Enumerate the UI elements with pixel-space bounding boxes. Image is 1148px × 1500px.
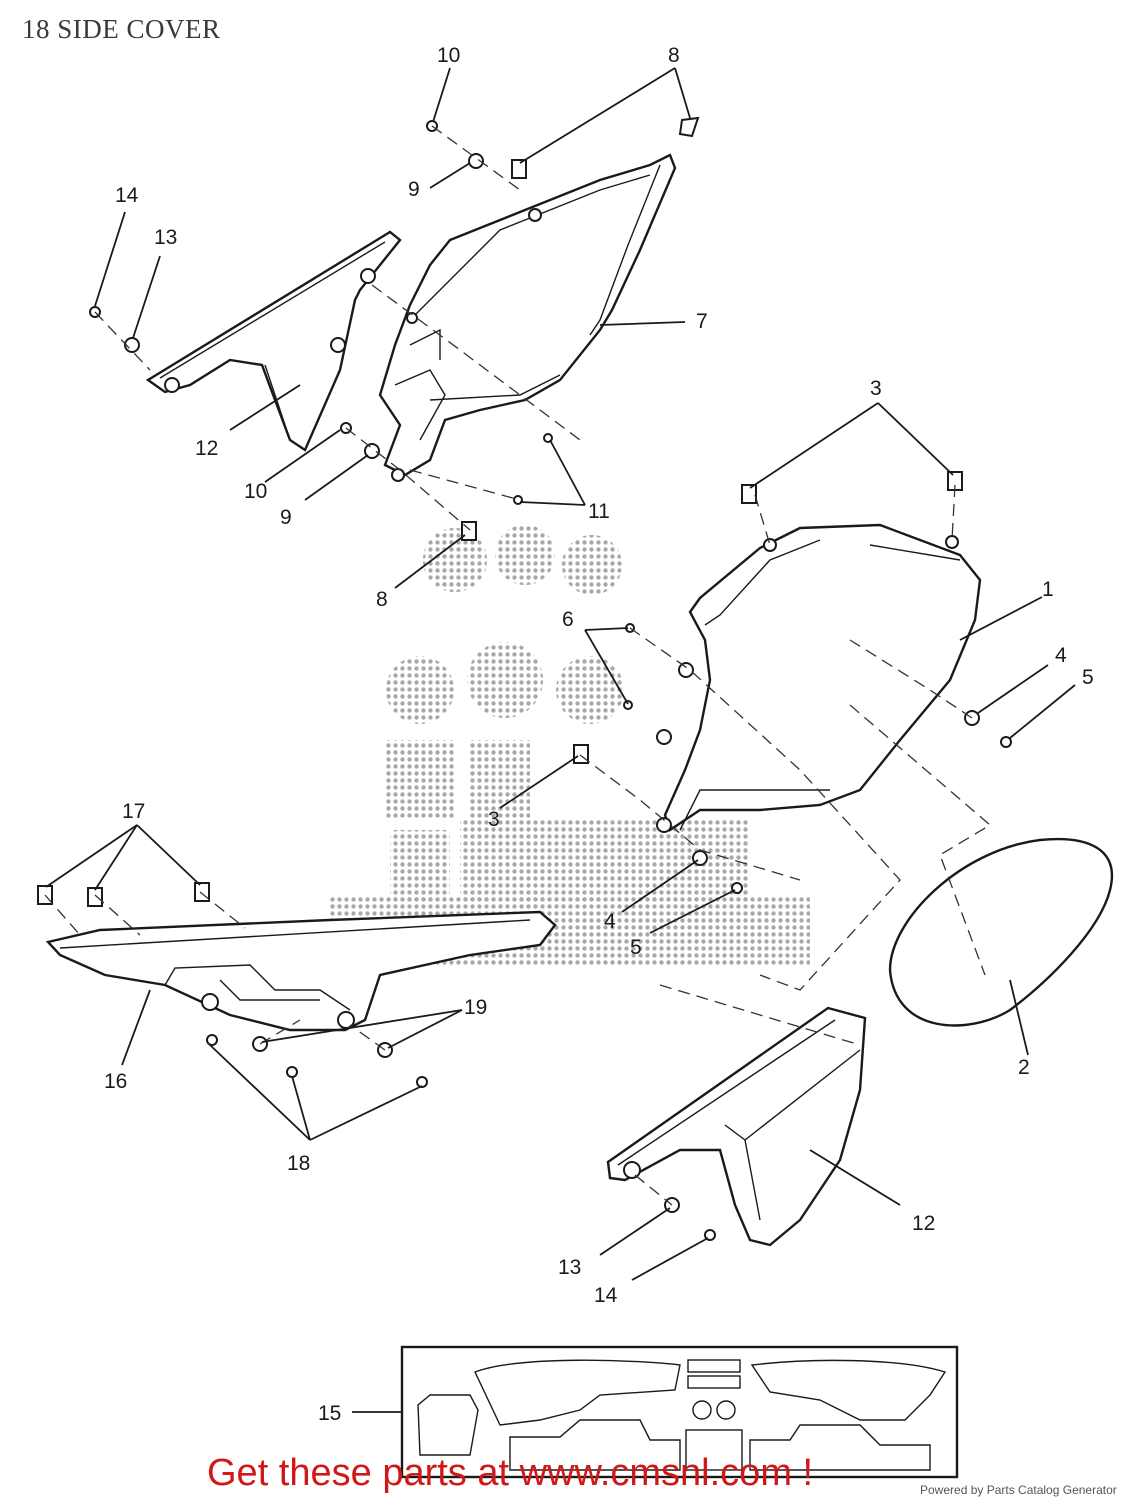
- callout-4: 4: [604, 910, 616, 933]
- part-12-lower-cover: [606, 1006, 867, 1247]
- hardware-fasteners: [37, 116, 1012, 1241]
- callout-17: 17: [122, 800, 145, 823]
- part-2-pad: [888, 837, 1113, 1027]
- callout-12: 12: [912, 1212, 935, 1235]
- page-title: 18 SIDE COVER: [22, 14, 221, 44]
- part-12-upper-cover: [145, 230, 402, 452]
- part-7-side-cover-frame: [378, 153, 677, 482]
- callout-7: 7: [696, 310, 708, 333]
- callout-2: 2: [1018, 1056, 1030, 1079]
- callout-4: 4: [1055, 644, 1067, 667]
- callout-9: 9: [280, 506, 292, 529]
- callout-3: 3: [488, 808, 500, 831]
- callout-13: 13: [558, 1256, 581, 1279]
- cta-link[interactable]: Get these parts at www.cmsnl.com !: [207, 1452, 814, 1494]
- callout-16: 16: [104, 1070, 127, 1093]
- callout-9: 9: [408, 178, 420, 201]
- callout-1: 1: [1042, 578, 1054, 601]
- callout-5: 5: [630, 936, 642, 959]
- callout-18: 18: [287, 1152, 310, 1175]
- callout-6: 6: [562, 608, 574, 631]
- callout-19: 19: [464, 996, 487, 1019]
- powered-by-text: Powered by Parts Catalog Generator: [920, 1483, 1117, 1497]
- callout-leader-lines: [45, 67, 1076, 1413]
- callout-5: 5: [1082, 666, 1094, 689]
- part-15-decal-sheet: [400, 1345, 959, 1479]
- callout-10: 10: [244, 480, 267, 503]
- callout-13: 13: [154, 226, 177, 249]
- part-1-side-cover: [656, 523, 982, 833]
- callout-10: 10: [437, 44, 460, 67]
- callout-11: 11: [588, 500, 610, 523]
- callout-3: 3: [870, 377, 882, 400]
- callout-8: 8: [376, 588, 388, 611]
- callout-8: 8: [668, 44, 680, 67]
- callout-15: 15: [318, 1402, 341, 1425]
- callout-14: 14: [594, 1284, 618, 1307]
- callout-12: 12: [195, 437, 218, 460]
- callout-labels: 10 8 9 14 13 7 12 10 9 11 8 3 1 4 5 6 3 …: [104, 44, 1094, 1425]
- callout-14: 14: [115, 184, 139, 207]
- assembly-guide-lines: [44, 125, 992, 1206]
